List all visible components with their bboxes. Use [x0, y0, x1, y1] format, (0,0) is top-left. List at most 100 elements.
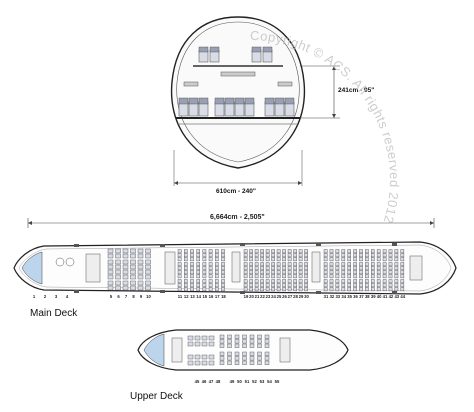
seat	[249, 339, 255, 344]
seat	[323, 279, 328, 284]
seat	[400, 257, 405, 262]
seat	[122, 248, 129, 254]
row-number: 7	[125, 294, 128, 299]
row-number: 9	[140, 294, 143, 299]
seat	[382, 253, 387, 258]
seat	[145, 285, 151, 291]
seat	[249, 360, 255, 365]
seat	[243, 266, 248, 271]
seat	[242, 356, 247, 361]
seat	[254, 257, 259, 262]
galley-block	[85, 253, 101, 283]
seat	[194, 341, 201, 347]
seat	[187, 360, 194, 366]
seat	[335, 253, 340, 258]
seat	[260, 266, 264, 271]
seat	[271, 270, 275, 275]
seat	[260, 287, 264, 292]
row-number: 35	[347, 294, 352, 299]
fuselage-cross-section: 241cm - 95" 610cm - 240"	[170, 16, 374, 195]
row-number: 1	[33, 294, 36, 299]
seat	[264, 351, 270, 356]
seat	[293, 257, 297, 262]
row-number: 52	[252, 379, 257, 384]
seat	[115, 274, 121, 280]
seat	[190, 283, 194, 288]
main-deck-nose	[21, 251, 43, 285]
seat	[208, 257, 213, 262]
seat	[293, 249, 297, 254]
seat	[260, 257, 264, 262]
lavatory-circle	[65, 257, 75, 267]
seat	[388, 253, 393, 258]
seat	[219, 351, 225, 356]
seat	[388, 279, 393, 284]
seat	[298, 262, 303, 267]
upper-deck-fixtures	[171, 337, 291, 363]
seat	[196, 279, 201, 284]
seat	[227, 339, 232, 344]
seat	[329, 287, 334, 292]
seat	[394, 249, 399, 254]
seat	[347, 253, 352, 258]
seat	[202, 287, 207, 292]
seat	[287, 287, 292, 292]
seat	[177, 249, 182, 254]
row-number: 30	[304, 294, 309, 299]
seat	[227, 356, 232, 361]
seat	[365, 270, 369, 275]
seat	[183, 279, 188, 284]
seat	[227, 351, 232, 356]
seat	[382, 274, 387, 279]
seat	[271, 283, 275, 288]
seat	[196, 274, 201, 279]
row-number: 16	[209, 294, 214, 299]
seat	[323, 283, 328, 288]
seat	[276, 283, 281, 288]
seat	[190, 274, 194, 279]
seat	[219, 339, 225, 344]
seat	[394, 274, 399, 279]
seat	[187, 335, 194, 341]
seat	[282, 253, 286, 258]
seat	[341, 274, 346, 279]
seat	[122, 285, 129, 291]
row-number: 55	[275, 379, 280, 384]
galley-block	[231, 251, 241, 283]
seat	[115, 248, 121, 254]
seat	[276, 279, 281, 284]
row-number: 44	[400, 294, 405, 299]
seat	[249, 257, 253, 262]
seat	[298, 270, 303, 275]
row-number: 37	[359, 294, 364, 299]
seat	[196, 253, 201, 258]
seat	[257, 343, 262, 348]
seat	[323, 266, 328, 271]
seat	[394, 253, 399, 258]
row-number: 54	[267, 379, 272, 384]
seat	[264, 356, 270, 361]
seat	[282, 270, 286, 275]
seat	[242, 351, 247, 356]
seat	[190, 279, 194, 284]
seat	[293, 287, 297, 292]
seat	[353, 279, 357, 284]
seat	[254, 266, 259, 271]
seat	[394, 270, 399, 275]
row-number: 5	[110, 294, 113, 299]
seat	[208, 262, 213, 267]
seat	[208, 283, 213, 288]
seat	[298, 274, 303, 279]
seat	[137, 274, 144, 280]
cross-section-seat-back	[262, 46, 273, 53]
seat	[359, 257, 363, 262]
cross-section-seat-back	[284, 97, 295, 105]
seat	[371, 262, 375, 267]
seat	[249, 343, 255, 348]
row-number: 34	[341, 294, 346, 299]
seat	[219, 343, 225, 348]
seat	[254, 274, 259, 279]
